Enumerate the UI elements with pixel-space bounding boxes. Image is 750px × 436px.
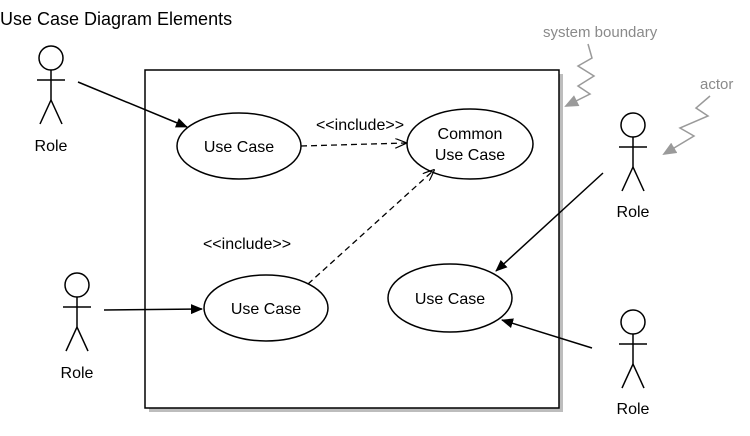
actor-right-leg: [50, 99, 63, 125]
annotation-system-boundary-label: system boundary: [543, 24, 658, 41]
actor-right-leg: [632, 166, 645, 192]
actor-role-1: [37, 45, 65, 125]
association-actor4-usecase4: [501, 318, 593, 349]
use-case-label: Use Case: [435, 147, 505, 164]
association-actor2-usecase3: [103, 304, 203, 315]
actor-head: [620, 112, 646, 138]
diagram-title: Use Case Diagram Elements: [0, 9, 232, 29]
actor-right-leg: [76, 326, 89, 352]
use-case-label: Use Case: [415, 291, 485, 308]
actor-head: [620, 309, 646, 335]
annotation-system-boundary-pointer: [564, 43, 596, 107]
use-case-ellipse-common: [406, 108, 534, 180]
include-label: <<include>>: [203, 236, 291, 253]
actor-role-4: [619, 309, 647, 389]
actor-label: Role: [617, 204, 650, 221]
include-usecase3-common: [307, 170, 434, 285]
actor-label: Role: [617, 401, 650, 418]
actor-role-3: [619, 112, 647, 192]
actor-left-leg: [621, 363, 634, 389]
annotation-actor: actor: [662, 76, 733, 156]
actor-left-leg: [621, 166, 634, 192]
include-usecase1-common: [300, 143, 406, 146]
association-actor1-usecase1: [77, 81, 188, 128]
actor-role-2: [63, 272, 91, 352]
actor-left-leg: [65, 326, 78, 352]
use-case-label: Use Case: [204, 139, 274, 156]
use-case-ellipse-3: [203, 274, 329, 342]
annotation-system-boundary: system boundary: [543, 24, 658, 107]
actor-label: Role: [61, 365, 94, 382]
actor-left-leg: [39, 99, 52, 125]
use-case-label: Common: [438, 126, 503, 143]
actor-right-leg: [632, 363, 645, 389]
annotation-actor-label: actor: [700, 76, 733, 93]
actor-head: [38, 45, 64, 71]
annotation-actor-pointer: [662, 95, 711, 156]
actor-label: Role: [35, 138, 68, 155]
actor-head: [64, 272, 90, 298]
use-case-ellipse-4: [387, 263, 513, 333]
association-actor3-usecase4: [495, 172, 604, 272]
use-case-label: Use Case: [231, 301, 301, 318]
include-label: <<include>>: [316, 117, 404, 134]
